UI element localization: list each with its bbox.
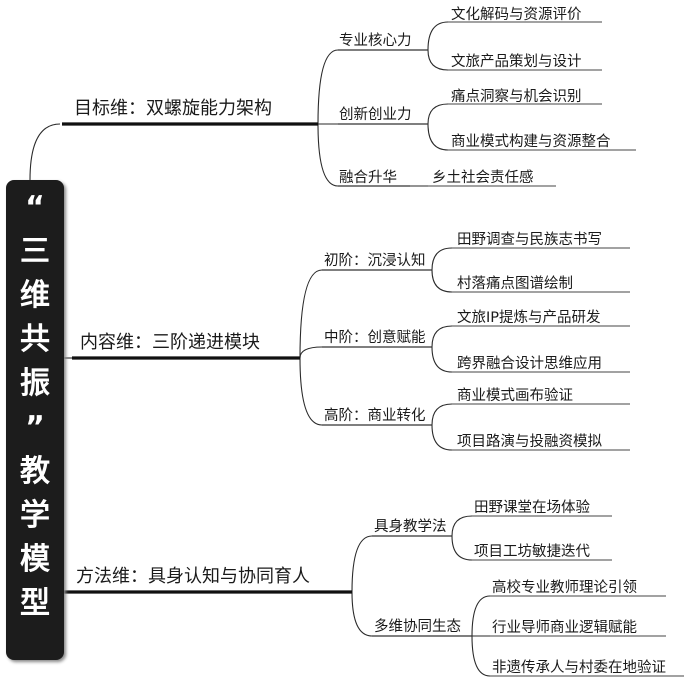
leaf: 文旅IP提炼与产品研发 [457, 310, 601, 326]
leaf-link [451, 515, 473, 537]
leaf-link [431, 247, 453, 271]
leaf-link [427, 49, 449, 71]
leaf: 项目工坊敏捷迭代 [474, 544, 590, 560]
leaf: 痛点洞察与机会识别 [451, 89, 582, 105]
leaf: 田野调查与民族志书写 [457, 232, 602, 248]
leaf: 高校专业教师理论引领 [492, 580, 637, 596]
content-child-advanced: 高阶：商业转化 [324, 408, 426, 424]
goal-link-1 [317, 49, 339, 125]
goal-child-innovation: 创新创业力 [339, 107, 412, 123]
root-node: “ 三 维 共 振 ” 教 学 模 型 [6, 180, 64, 660]
leaf-link [431, 403, 453, 426]
leaf-link [471, 595, 491, 637]
leaf-link [471, 635, 491, 677]
goal-child-professional: 专业核心力 [339, 33, 412, 49]
method-link-2 [351, 591, 373, 637]
root-link-goal [29, 123, 61, 181]
content-link-1 [299, 269, 323, 359]
leaf-link [431, 325, 453, 348]
leaf: 行业导师商业逻辑赋能 [492, 620, 637, 636]
leaf-link [431, 424, 453, 451]
branch-goal-label: 目标维：双螺旋能力架构 [74, 98, 272, 119]
leaf-link [451, 535, 473, 561]
leaf-link [431, 346, 453, 373]
content-child-middle: 中阶：创意赋能 [324, 330, 426, 346]
leaf: 跨界融合设计思维应用 [457, 356, 602, 372]
method-child-embodied: 具身教学法 [374, 519, 447, 535]
leaf-link [431, 269, 453, 293]
leaf: 商业模式画布验证 [457, 388, 573, 404]
content-link-2 [299, 346, 323, 359]
leaf-link [427, 21, 449, 51]
leaf: 商业模式构建与资源整合 [451, 134, 611, 150]
root-title: “ 三 维 共 振 ” 教 学 模 型 [20, 190, 50, 621]
leaf: 村落痛点图谱绘制 [457, 276, 573, 292]
leaf: 文旅产品策划与设计 [451, 54, 582, 70]
goal-link-3 [317, 123, 339, 187]
leaf: 非遗传承人与村委在地验证 [492, 660, 666, 676]
content-child-initial: 初阶：沉浸认知 [324, 253, 426, 269]
method-child-ecosystem: 多维协同生态 [374, 619, 461, 635]
leaf: 乡土社会责任感 [432, 170, 534, 186]
branch-method-label: 方法维：具身认知与协同育人 [76, 566, 310, 587]
method-link-1 [351, 535, 373, 593]
leaf: 文化解码与资源评价 [451, 7, 582, 23]
leaf: 项目路演与投融资模拟 [457, 434, 602, 450]
leaf-link [427, 123, 449, 151]
content-link-3 [299, 357, 323, 426]
leaf: 田野课堂在场体验 [474, 500, 590, 516]
branch-content-label: 内容维：三阶递进模块 [80, 332, 260, 353]
goal-child-integration: 融合升华 [339, 170, 397, 186]
leaf-link [427, 103, 449, 125]
